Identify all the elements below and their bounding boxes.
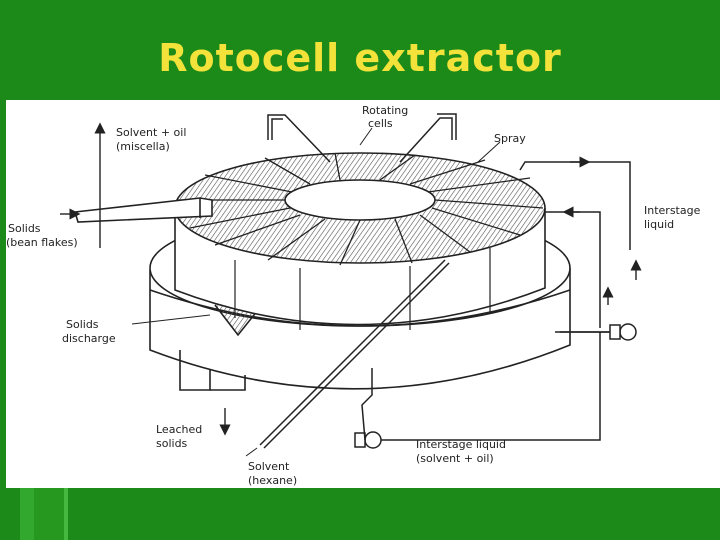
rotating-drum xyxy=(175,153,545,330)
label-rotating: Rotating xyxy=(362,104,408,117)
label-solvent-oil-bottom: (solvent + oil) xyxy=(416,452,494,465)
label-interstage-bottom: Interstage liquid xyxy=(416,438,506,451)
label-solids: Solids xyxy=(8,222,41,235)
label-spray: Spray xyxy=(494,132,526,145)
label-solvent-oil: Solvent + oil xyxy=(116,126,186,139)
slide-title: Rotocell extractor xyxy=(0,36,720,80)
label-solids-discharge-2: discharge xyxy=(62,332,116,345)
label-leached-solids: solids xyxy=(156,437,188,450)
label-leached: Leached xyxy=(156,423,202,436)
footer-accent-3 xyxy=(64,488,68,540)
pump-right xyxy=(560,324,636,340)
footer-accent-1 xyxy=(20,488,34,540)
label-solids-discharge-1: Solids xyxy=(66,318,99,331)
label-miscella: (miscella) xyxy=(116,140,170,153)
label-cells: cells xyxy=(368,117,393,130)
footer-bar xyxy=(0,488,720,540)
label-interstage: Interstage xyxy=(644,204,701,217)
label-solvent: Solvent xyxy=(248,460,290,473)
footer-accent-2 xyxy=(34,488,64,540)
label-bean-flakes: (bean flakes) xyxy=(6,236,78,249)
label-interstage-liquid: liquid xyxy=(644,218,674,231)
title-bar: Rotocell extractor xyxy=(0,0,720,100)
label-hexane: (hexane) xyxy=(248,474,297,487)
rotocell-diagram: Solvent + oil (miscella) Rotating cells … xyxy=(0,100,720,488)
